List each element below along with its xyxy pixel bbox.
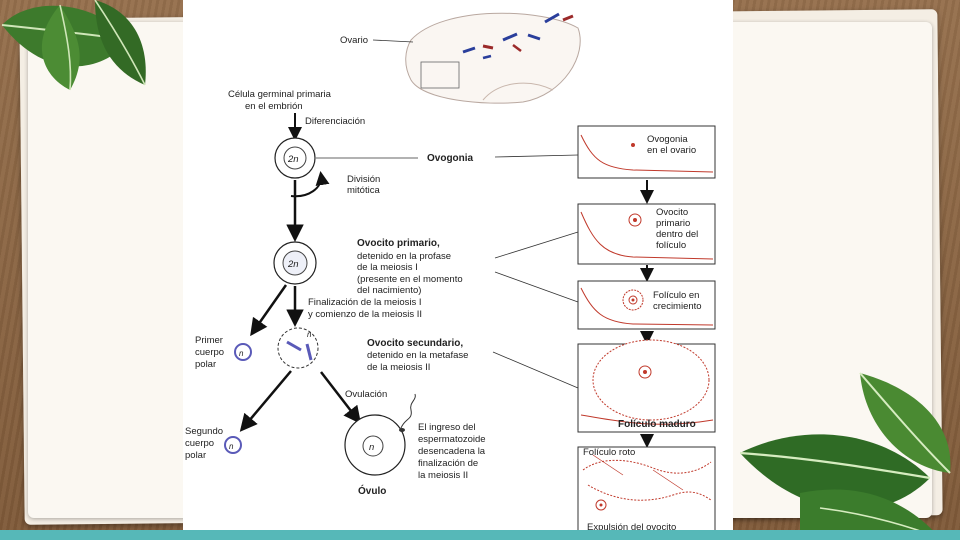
panel-primary-3: dentro del (656, 229, 698, 240)
leaf-bottom-right-icon (740, 372, 951, 540)
panel-growing-2: crecimiento (653, 301, 702, 312)
ovary-shape (405, 12, 581, 104)
second-polar-ploidy: n (229, 442, 234, 451)
first-polar-line2: cuerpo (195, 347, 224, 358)
ovary-zoom-box (420, 61, 460, 89)
ovulation-label: Ovulación (345, 389, 387, 400)
sperm-icon (400, 393, 416, 429)
primary-oocyte-desc-1: detenido en la profase (357, 251, 451, 262)
first-polar-line3: polar (195, 359, 216, 370)
germ-cell-label-line1: Célula germinal primaria (228, 89, 332, 100)
ovary-label: Ovario (340, 35, 368, 46)
germ-cell-label-line2: en el embrión (245, 101, 303, 112)
panel-growing-follicle: Folículo en crecimiento (577, 280, 716, 330)
differentiation-label: Diferenciación (305, 116, 365, 127)
panel-oogonia: Ovogonia en el ovario (577, 125, 716, 179)
panel-oogonia-2: en el ovario (647, 145, 696, 156)
sperm-entry-4: finalización de (418, 458, 478, 469)
secondary-oocyte-title: Ovocito secundario, (367, 338, 463, 349)
primary-oocyte-desc-4: del nacimiento) (357, 285, 421, 296)
panel-growing-1: Folículo en (653, 290, 699, 301)
panel-primary-2: primario (656, 218, 690, 229)
secondary-oocyte-ploidy: n (307, 330, 312, 339)
panel-oogonia-1: Ovogonia (647, 134, 688, 145)
leaf-top-left-icon (1, 0, 146, 91)
sperm-entry-2: espermatozoide (418, 434, 486, 445)
meiosis-text-1: Finalización de la meiosis I (308, 297, 422, 308)
first-polar-line1: Primer (195, 335, 223, 346)
secondary-oocyte-desc-1: detenido en la metafase (367, 350, 468, 361)
oogenesis-diagram: Ovario Célula germinal primaria en el em… (185, 12, 716, 540)
ovum-ploidy: n (369, 442, 374, 453)
primary-oocyte-title: Ovocito primario, (357, 238, 440, 249)
panel-ruptured-label: Folículo roto (583, 447, 635, 458)
first-polar-body (234, 343, 252, 361)
primary-oocyte-desc-2: de la meiosis I (357, 262, 418, 273)
meiosis-text-2: y comienzo de la meiosis II (308, 309, 422, 320)
panel-primary-follicle: Ovocito primario dentro del folículo (577, 203, 716, 265)
ovum-label: Óvulo (358, 484, 386, 497)
first-polar-ploidy: n (239, 349, 244, 358)
panel-primary-4: folículo (656, 240, 686, 251)
mitotic-division-line1: División (347, 174, 380, 185)
second-polar-line3: polar (185, 450, 206, 461)
panel-mature-label: Folículo maduro (618, 419, 696, 430)
panel-primary-1: Ovocito (656, 207, 688, 218)
mitotic-division-line2: mitótica (347, 185, 380, 196)
secondary-oocyte-desc-2: de la meiosis II (367, 362, 430, 373)
sperm-entry-3: desencadena la (418, 446, 486, 457)
primary-oocyte-ploidy: 2n (287, 259, 299, 270)
oogonia-ploidy: 2n (287, 154, 299, 165)
ovary-vessels (462, 12, 574, 60)
oogonia-label: Ovogonia (427, 153, 474, 164)
bottom-accent-bar (0, 530, 960, 540)
sperm-entry-5: la meiosis II (418, 470, 468, 481)
panel-ruptured-follicle: Folículo roto Expulsión del ovocito secu… (577, 446, 716, 540)
primary-oocyte-desc-3: (presente en el momento (357, 274, 463, 285)
second-polar-body (224, 436, 242, 454)
panel-expulsion-1: Expulsión del ovocito (587, 522, 676, 533)
second-polar-line2: cuerpo (185, 438, 214, 449)
sperm-entry-1: El ingreso del (418, 422, 476, 433)
oogenesis-diagram-image: Ovario Célula germinal primaria en el em… (183, 0, 733, 540)
second-polar-line1: Segundo (185, 426, 223, 437)
panel-mature-follicle: Folículo maduro (577, 339, 716, 433)
